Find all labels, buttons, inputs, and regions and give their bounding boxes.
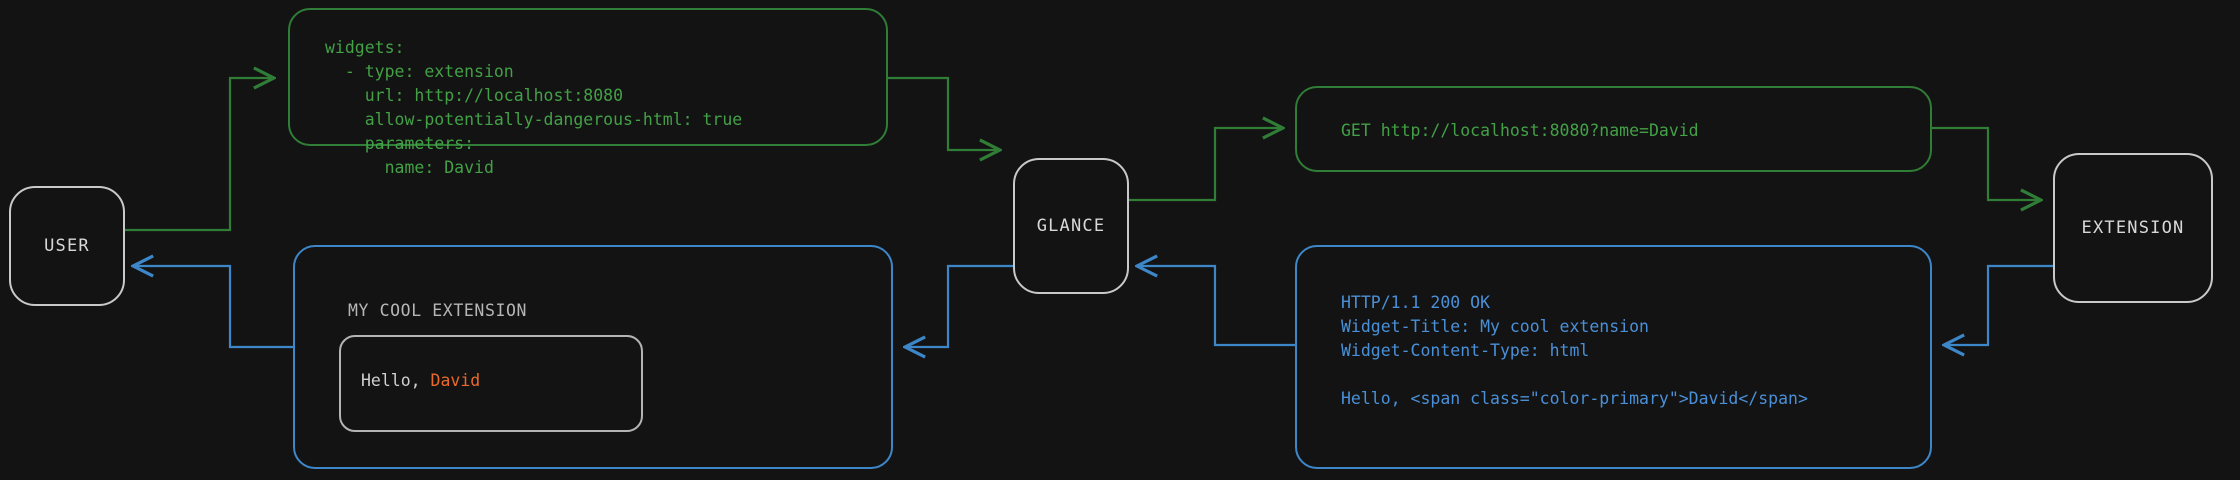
request-line-code: GET http://localhost:8080?name=David [1341,121,1699,140]
panel-rendered-widget: MY COOL EXTENSION Hello, David [293,245,893,469]
wire-config-to-glance [888,76,998,150]
panel-http-request: GET http://localhost:8080?name=David [1295,86,1932,172]
wire-request-to-extension [1932,126,2039,200]
panel-widget-config: widgets: - type: extension url: http://l… [288,8,888,177]
node-glance[interactable]: GLANCE [1013,158,1129,294]
wire-glance-to-request [1125,128,1281,202]
wire-response-to-glance [1139,266,1295,347]
node-user[interactable]: USER [9,186,125,306]
widget-title-label: MY COOL EXTENSION [348,301,528,320]
response-body-code: HTTP/1.1 200 OK Widget-Title: My cool ex… [1341,293,1808,408]
widget-greeting-name: David [430,371,481,390]
widget-greeting-text: Hello, David [361,371,480,390]
wire-widget-to-user [135,266,293,349]
node-user-label: USER [44,236,90,256]
wire-user-to-config [121,78,272,232]
node-extension[interactable]: EXTENSION [2053,153,2213,303]
wire-glance-to-widget [907,264,1013,347]
widget-greeting-prefix: Hello, [361,371,431,390]
wire-extension-to-response [1946,264,2053,345]
node-extension-label: EXTENSION [2081,218,2185,238]
widget-content-card: Hello, David [339,335,643,432]
panel-http-response: HTTP/1.1 200 OK Widget-Title: My cool ex… [1295,245,1932,469]
node-glance-label: GLANCE [1036,216,1106,236]
config-yaml-code: widgets: - type: extension url: http://l… [325,38,743,177]
